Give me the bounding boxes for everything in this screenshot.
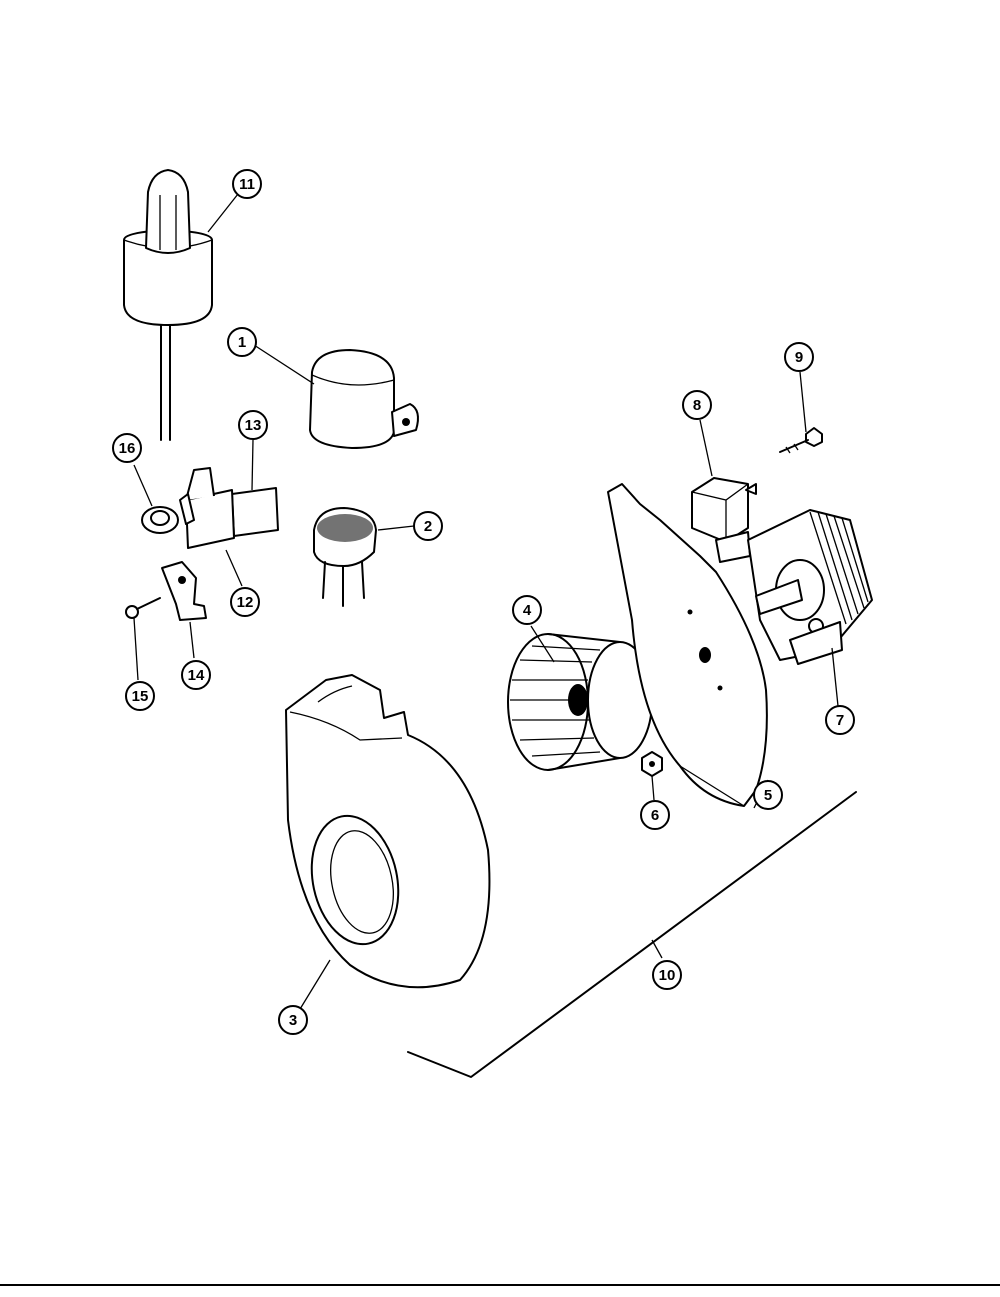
callout-14-label: 14 [188, 667, 205, 684]
callout-11: 11 [232, 169, 262, 199]
callout-4-label: 4 [523, 602, 532, 619]
thermostat-part [691, 477, 757, 563]
callout-13-label: 13 [245, 417, 262, 434]
callout-16: 16 [112, 433, 142, 463]
callout-3-label: 3 [289, 1012, 297, 1029]
insulator-part [231, 487, 279, 537]
callout-7-label: 7 [836, 712, 844, 729]
callout-5-label: 5 [764, 787, 772, 804]
callout-10-label: 10 [659, 967, 676, 984]
assembly-bracket-line [407, 791, 857, 1078]
callout-15: 15 [125, 681, 155, 711]
callout-2: 2 [413, 511, 443, 541]
grommet-part [141, 506, 179, 534]
callout-14: 14 [181, 660, 211, 690]
callout-9-label: 9 [795, 349, 803, 366]
motor-part [747, 509, 873, 665]
callout-8: 8 [682, 390, 712, 420]
callout-5: 5 [753, 780, 783, 810]
leader-lines [133, 193, 839, 1015]
mounting-plate-part [607, 483, 768, 807]
nut-part [641, 751, 663, 777]
callout-4: 4 [512, 595, 542, 625]
callout-11-label: 11 [239, 176, 255, 193]
callout-12: 12 [230, 587, 260, 617]
knob-part [123, 169, 213, 441]
callout-9: 9 [784, 342, 814, 372]
screw-part [125, 597, 161, 619]
callout-1-label: 1 [238, 334, 246, 351]
sensor-part [313, 507, 377, 607]
callout-15-label: 15 [132, 688, 149, 705]
callout-12-label: 12 [237, 594, 254, 611]
callout-1: 1 [227, 327, 257, 357]
capacitor-part [309, 349, 419, 449]
callout-8-label: 8 [693, 397, 701, 414]
callout-10: 10 [652, 960, 682, 990]
callout-7: 7 [825, 705, 855, 735]
bracket-part [161, 561, 207, 621]
callout-6-label: 6 [651, 807, 659, 824]
switch-part [179, 467, 235, 549]
callout-16-label: 16 [119, 440, 136, 457]
callouts: 11 1 2 3 4 5 6 7 [112, 169, 855, 1035]
bolt-part [779, 427, 823, 454]
callout-3: 3 [278, 1005, 308, 1035]
callout-13: 13 [238, 410, 268, 440]
callout-2-label: 2 [424, 518, 432, 535]
callout-6: 6 [640, 800, 670, 830]
blower-housing-part [285, 674, 491, 989]
blower-wheel-part [507, 633, 653, 771]
